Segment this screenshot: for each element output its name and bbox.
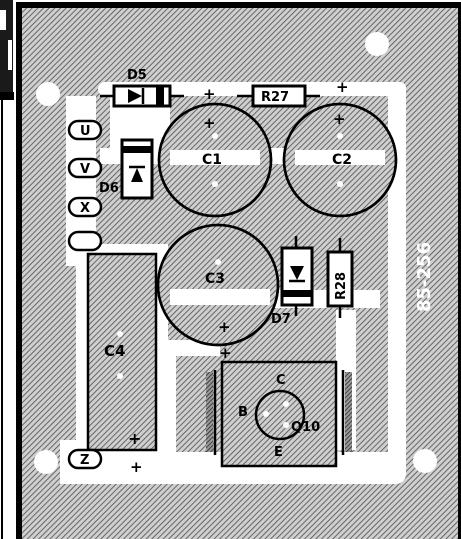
c4-capacitor: C4 + bbox=[86, 252, 158, 452]
r27-resistor: R27 bbox=[237, 84, 320, 108]
c2-plus-mark: + bbox=[333, 110, 346, 128]
c4-plus-mark: + bbox=[128, 429, 141, 448]
terminal-u: U bbox=[67, 119, 103, 141]
terminal-x-label: X bbox=[80, 201, 90, 216]
mounting-hole-top-right bbox=[365, 32, 389, 56]
c2-label: C2 bbox=[332, 152, 352, 168]
c4-label: C4 bbox=[104, 342, 125, 360]
terminal-z: Z bbox=[67, 448, 103, 470]
d7-diode: D7 bbox=[271, 236, 314, 327]
terminal-v-label: V bbox=[80, 162, 90, 177]
c1-label: C1 bbox=[202, 152, 222, 168]
terminal-v: V bbox=[67, 157, 103, 179]
d6-diode-symbol bbox=[131, 168, 143, 182]
terminal-z-label: Z bbox=[80, 453, 89, 468]
q10-emitter-label: E bbox=[274, 445, 283, 460]
q10-outline bbox=[254, 389, 306, 441]
c3-plus-mark: + bbox=[218, 318, 231, 336]
mounting-hole-bottom-left bbox=[34, 450, 58, 474]
r28-label: R28 bbox=[334, 272, 349, 300]
c1-plus-mark-top: + bbox=[203, 85, 216, 103]
d7-label: D7 bbox=[271, 312, 291, 327]
c3-capacitor: C3 + bbox=[156, 223, 280, 347]
q10-transistor: C B E Q10 + bbox=[206, 344, 352, 468]
terminal-unlabeled bbox=[67, 230, 103, 252]
terminal-x: X bbox=[67, 196, 103, 218]
terminal-u-label: U bbox=[80, 124, 91, 139]
d5-label: D5 bbox=[127, 68, 147, 83]
mounting-holes bbox=[34, 32, 437, 474]
c1-capacitor: C1 + + bbox=[157, 85, 273, 218]
d5-diode-symbol bbox=[128, 89, 142, 103]
left-edge-strip bbox=[0, 0, 14, 539]
c2-capacitor: C2 + + bbox=[282, 78, 398, 218]
q10-base-label: B bbox=[238, 405, 248, 420]
terminal-pads: U V X Z bbox=[67, 119, 103, 470]
mounting-hole-bottom-right bbox=[413, 449, 437, 473]
c1-plus-mark: + bbox=[203, 114, 216, 132]
d6-label: D6 bbox=[99, 181, 119, 196]
q10-label: Q10 bbox=[291, 420, 320, 435]
c3-label: C3 bbox=[205, 271, 225, 287]
q10-collector-label: C bbox=[276, 373, 286, 388]
d7-diode-symbol bbox=[290, 266, 304, 280]
q10-plus-mark: + bbox=[219, 344, 232, 362]
mounting-hole-top-left bbox=[36, 82, 60, 106]
d6-diode: D6 bbox=[99, 138, 154, 200]
r28-resistor: R28 bbox=[326, 238, 354, 318]
board-code: 85-256 bbox=[414, 242, 435, 312]
r27-label: R27 bbox=[261, 90, 289, 105]
d5-diode: D5 bbox=[100, 68, 184, 108]
z-plus-mark: + bbox=[130, 458, 143, 476]
c2-plus-mark-top: + bbox=[336, 78, 349, 96]
